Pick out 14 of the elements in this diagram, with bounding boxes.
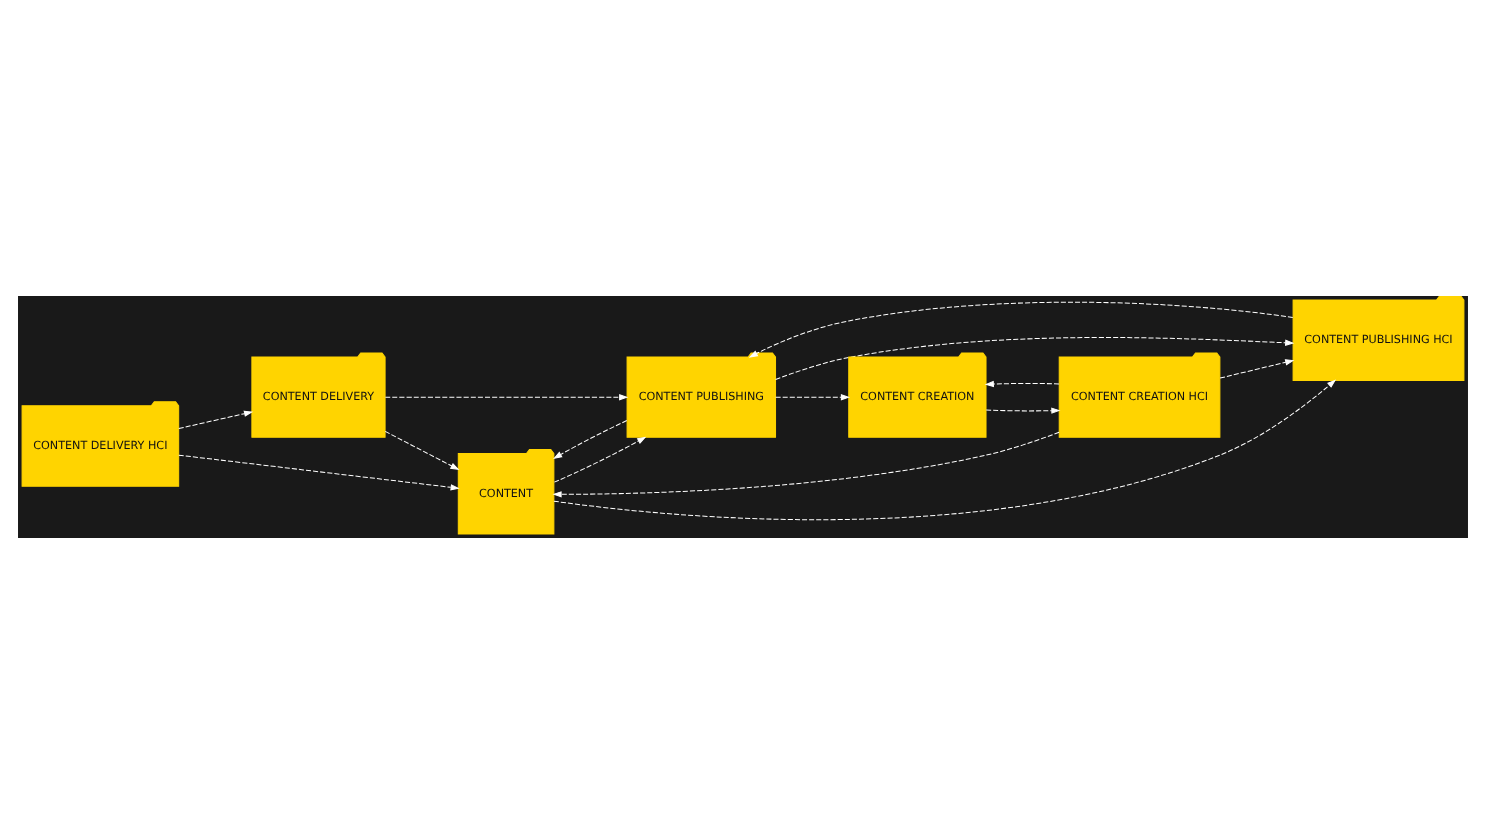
arrow bbox=[1219, 359, 1295, 379]
arrow bbox=[775, 337, 1295, 380]
arrow bbox=[553, 379, 1337, 521]
arrow bbox=[985, 407, 1061, 414]
arrow bbox=[178, 410, 254, 429]
arrow bbox=[553, 420, 628, 459]
arrow bbox=[384, 393, 629, 401]
arrow bbox=[552, 431, 1060, 498]
arrow bbox=[984, 380, 1060, 388]
arrow bbox=[178, 454, 460, 491]
arrow bbox=[748, 301, 1294, 358]
arrow bbox=[384, 430, 460, 471]
arrow bbox=[553, 436, 647, 483]
arrow bbox=[775, 393, 851, 401]
